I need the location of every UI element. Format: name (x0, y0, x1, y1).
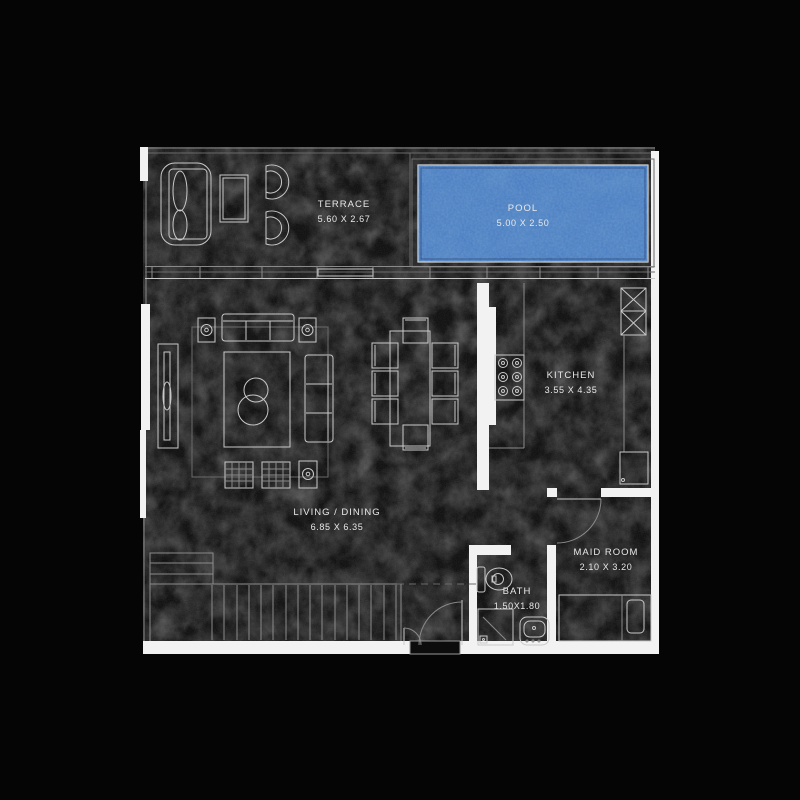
outer-walls (140, 147, 659, 655)
dining-set (371, 317, 459, 451)
terrace-chair-1 (265, 164, 290, 200)
tv-unit (157, 343, 179, 449)
stove (494, 354, 525, 401)
pool (411, 158, 655, 268)
bathroom (469, 545, 556, 646)
dining-chairs-left (371, 342, 399, 425)
kitchen-sink-cabinet (619, 451, 649, 485)
kitchen-fittings (477, 283, 652, 544)
terrace-railing (145, 266, 655, 279)
side-table-lamp-right (298, 317, 317, 343)
ottoman-left (224, 461, 254, 489)
maid-room-door (556, 498, 602, 544)
living-room-furniture (157, 313, 334, 489)
terrace-sofa (160, 162, 212, 246)
ottoman-right (261, 461, 291, 489)
maid-bed (558, 594, 652, 642)
entrance-door (403, 600, 463, 646)
side-table-lamp-left (197, 317, 216, 343)
dining-chairs-right (431, 342, 459, 425)
dining-table (389, 330, 431, 447)
maid-room-furniture (558, 594, 652, 642)
stair-treads (211, 585, 397, 640)
terrace-chair-2 (265, 210, 290, 246)
stairs (149, 552, 477, 641)
sofa-top (221, 313, 295, 342)
entrance-threshold (409, 640, 461, 655)
coffee-table (223, 351, 291, 448)
toilet (476, 566, 513, 593)
sofa-right (304, 354, 334, 443)
terrace-furniture (160, 153, 411, 266)
dining-chair-top (402, 317, 429, 344)
side-table-lamp-bottom (298, 460, 318, 489)
shaft-duct (620, 287, 647, 336)
terrace-table (219, 174, 249, 223)
shower (477, 608, 514, 646)
bath-sink (519, 616, 550, 646)
dining-chair-bottom (402, 424, 429, 451)
